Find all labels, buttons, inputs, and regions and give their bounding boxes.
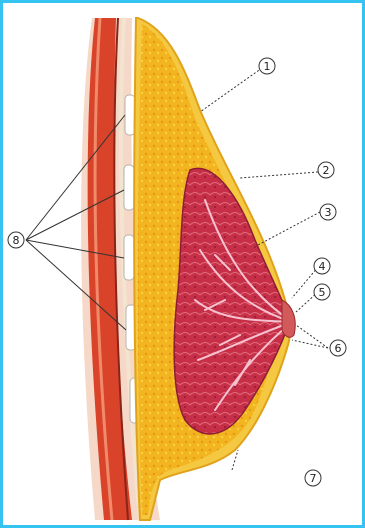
marker-8: 8 [8, 232, 24, 248]
glandular-tissue [174, 168, 290, 433]
svg-text:2: 2 [323, 164, 330, 177]
marker-3: 3 [320, 204, 336, 220]
svg-text:4: 4 [319, 260, 326, 273]
marker-5: 5 [314, 284, 330, 300]
svg-text:7: 7 [310, 472, 317, 485]
svg-text:8: 8 [13, 234, 20, 247]
svg-text:3: 3 [325, 206, 332, 219]
marker-4: 4 [314, 258, 330, 274]
svg-text:5: 5 [319, 286, 326, 299]
marker-6: 6 [330, 340, 346, 356]
svg-text:1: 1 [264, 60, 271, 73]
svg-text:6: 6 [335, 342, 342, 355]
marker-7: 7 [305, 470, 321, 486]
nipple [282, 300, 295, 337]
marker-2: 2 [318, 162, 334, 178]
marker-1: 1 [259, 58, 275, 74]
